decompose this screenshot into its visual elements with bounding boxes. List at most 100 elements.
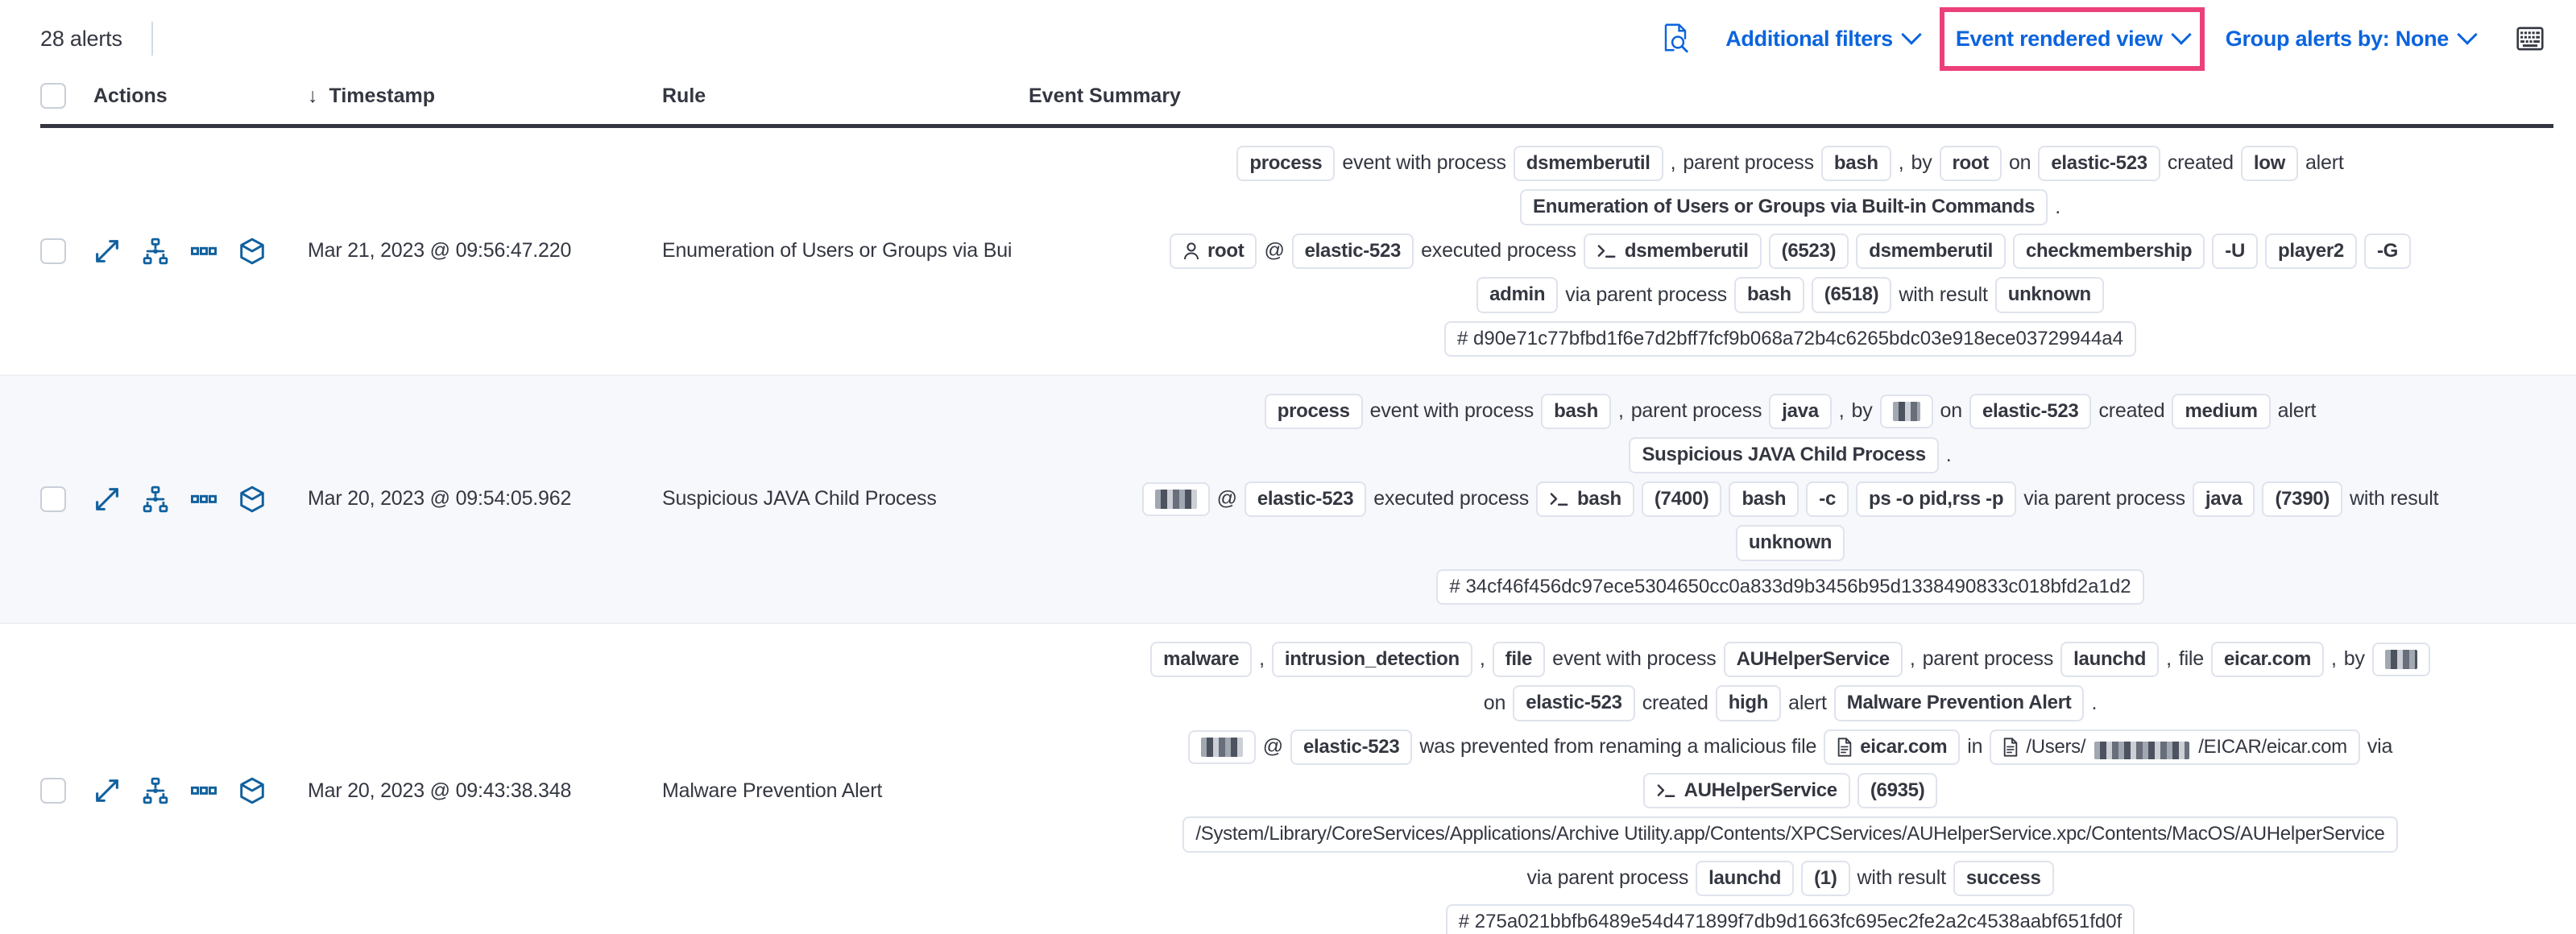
row-select-checkbox[interactable]	[40, 486, 66, 512]
event-rendered-view-highlight: Event rendered view	[1939, 6, 2205, 71]
summary-value-badge[interactable]: dsmemberutil	[1856, 233, 2006, 270]
summary-value-badge[interactable]: player2	[2264, 233, 2357, 270]
redacted-user-badge[interactable]	[1187, 729, 1256, 764]
summary-value-badge[interactable]: bash	[1536, 481, 1634, 518]
summary-value-badge[interactable]: admin	[1476, 277, 1559, 313]
summary-value-badge[interactable]: high	[1715, 685, 1782, 721]
summary-value-badge[interactable]: eicar.com	[2211, 641, 2325, 678]
summary-value-badge[interactable]: (1)	[1801, 860, 1850, 897]
keyboard-icon[interactable]	[2516, 27, 2544, 51]
additional-filters-button[interactable]: Additional filters	[1711, 19, 1933, 60]
summary-value-badge[interactable]: -G	[2363, 233, 2412, 270]
session-view-icon[interactable]	[238, 777, 266, 804]
more-actions-icon[interactable]	[190, 238, 217, 265]
summary-value-badge[interactable]: launchd	[2060, 641, 2160, 678]
analyze-event-icon[interactable]	[142, 777, 169, 804]
event-rendered-view-button[interactable]: Event rendered view	[1956, 24, 2192, 52]
summary-value-badge[interactable]: Suspicious JAVA Child Process	[1629, 437, 1939, 473]
summary-value-badge[interactable]: root	[1939, 146, 2002, 182]
summary-value-badge[interactable]: (7400)	[1641, 481, 1722, 518]
analyze-event-icon[interactable]	[142, 486, 169, 513]
summary-value-badge[interactable]: process	[1264, 393, 1363, 430]
summary-value-badge[interactable]: elastic-523	[1969, 393, 2092, 430]
row-select-checkbox[interactable]	[40, 778, 66, 804]
column-header-timestamp[interactable]: ↓ Timestamp	[308, 85, 662, 108]
select-all-checkbox[interactable]	[40, 83, 66, 109]
redacted-user-badge[interactable]	[2371, 643, 2430, 677]
summary-value-badge[interactable]: bash	[1541, 393, 1611, 430]
summary-value-badge[interactable]: process	[1236, 146, 1336, 182]
summary-value-badge[interactable]: AUHelperService	[1723, 641, 1903, 678]
summary-value-badge[interactable]: elastic-523	[1244, 481, 1367, 518]
session-view-icon[interactable]	[238, 238, 266, 265]
session-view-icon[interactable]	[238, 486, 266, 513]
summary-value-badge[interactable]: dsmemberutil	[1513, 146, 1663, 182]
redaction-block	[2384, 650, 2417, 670]
summary-line: Enumeration of Users or Groups via Built…	[1029, 189, 2552, 225]
more-actions-icon[interactable]	[190, 777, 217, 804]
summary-value-badge[interactable]: bash	[1729, 481, 1799, 518]
summary-value-badge[interactable]: elastic-523	[2038, 146, 2160, 182]
summary-value-badge[interactable]: (6518)	[1811, 277, 1892, 313]
summary-value-badge[interactable]: bash	[1733, 277, 1804, 313]
analyze-event-icon[interactable]	[142, 238, 169, 265]
summary-value-badge[interactable]: intrusion_detection	[1271, 641, 1472, 678]
summary-value-badge[interactable]: Enumeration of Users or Groups via Built…	[1520, 189, 2048, 225]
badge-label: (6935)	[1870, 779, 1925, 802]
summary-value-badge[interactable]: dsmemberutil	[1583, 233, 1762, 270]
badge-label: (6518)	[1824, 283, 1879, 306]
summary-value-badge[interactable]: /System/Library/CoreServices/Application…	[1182, 816, 2398, 853]
summary-value-badge[interactable]: file	[1492, 641, 1546, 678]
summary-value-badge[interactable]: elastic-523	[1513, 685, 1635, 721]
summary-value-badge[interactable]: ps -o pid,rss -p	[1856, 481, 2017, 518]
summary-value-badge[interactable]: bash	[1820, 146, 1891, 182]
summary-value-badge[interactable]: unknown	[1735, 525, 1845, 561]
summary-text: ,	[2331, 647, 2337, 671]
summary-value-badge[interactable]: success	[1953, 860, 2054, 897]
row-rule-name[interactable]: Malware Prevention Alert	[662, 779, 883, 802]
more-actions-icon[interactable]	[190, 486, 217, 513]
badge-label: launchd	[1708, 866, 1782, 889]
summary-value-badge[interactable]: (6935)	[1857, 773, 1938, 809]
expand-alert-details-icon[interactable]	[93, 486, 121, 513]
summary-value-badge[interactable]: medium	[2172, 393, 2271, 430]
summary-value-badge[interactable]: elastic-523	[1291, 233, 1414, 270]
summary-value-badge[interactable]: low	[2240, 146, 2298, 182]
badge-label: admin	[1489, 283, 1546, 306]
summary-value-badge[interactable]: elastic-523	[1290, 729, 1413, 766]
row-select-checkbox[interactable]	[40, 238, 66, 264]
redacted-user-badge[interactable]	[1879, 395, 1933, 429]
summary-value-badge[interactable]: (7390)	[2262, 481, 2343, 518]
summary-value-badge[interactable]: # 275a021bbfb6489e54d471899f7db9d1663fc6…	[1445, 904, 2135, 934]
summary-value-badge[interactable]: # 34cf46f456dc97ece5304650cc0a833d9b3456…	[1436, 568, 2144, 605]
summary-value-badge[interactable]: malware	[1150, 641, 1253, 678]
summary-value-badge[interactable]: # d90e71c77bfbd1f6e7d2bff7fcf9b068a72b4c…	[1443, 320, 2136, 357]
summary-value-badge[interactable]: unknown	[1994, 277, 2104, 313]
expand-alert-details-icon[interactable]	[93, 777, 121, 804]
row-rule-name[interactable]: Enumeration of Users or Groups via Bui	[662, 239, 1013, 262]
summary-value-badge[interactable]: (6523)	[1768, 233, 1849, 270]
summary-value-badge[interactable]: eicar.com	[1824, 729, 1961, 766]
summary-value-badge[interactable]: AUHelperService	[1642, 773, 1850, 809]
summary-value-badge[interactable]: java	[2192, 481, 2255, 518]
row-rule-name[interactable]: Suspicious JAVA Child Process	[662, 487, 937, 510]
summary-value-badge[interactable]: checkmembership	[2012, 233, 2205, 270]
summary-value-badge[interactable]: launchd	[1696, 860, 1795, 897]
group-alerts-by-button[interactable]: Group alerts by: None	[2211, 19, 2489, 60]
file-path-badge[interactable]: /Users//EICAR/eicar.com	[1990, 729, 2360, 766]
document-search-icon[interactable]	[1661, 23, 1690, 55]
badge-label: AUHelperService	[1684, 779, 1838, 802]
redacted-user-badge[interactable]	[1141, 481, 1210, 516]
summary-value-badge[interactable]: -U	[2212, 233, 2258, 270]
expand-alert-details-icon[interactable]	[93, 238, 121, 265]
file-icon	[2004, 738, 2018, 757]
badge-label: elastic-523	[1982, 399, 2079, 422]
column-header-event-summary: Event Summary	[1029, 84, 1181, 107]
summary-value-badge[interactable]: java	[1769, 393, 1832, 430]
summary-value-badge[interactable]: root	[1169, 233, 1257, 270]
summary-value-badge[interactable]: Malware Prevention Alert	[1833, 685, 2085, 721]
summary-value-badge[interactable]: -c	[1806, 481, 1849, 518]
